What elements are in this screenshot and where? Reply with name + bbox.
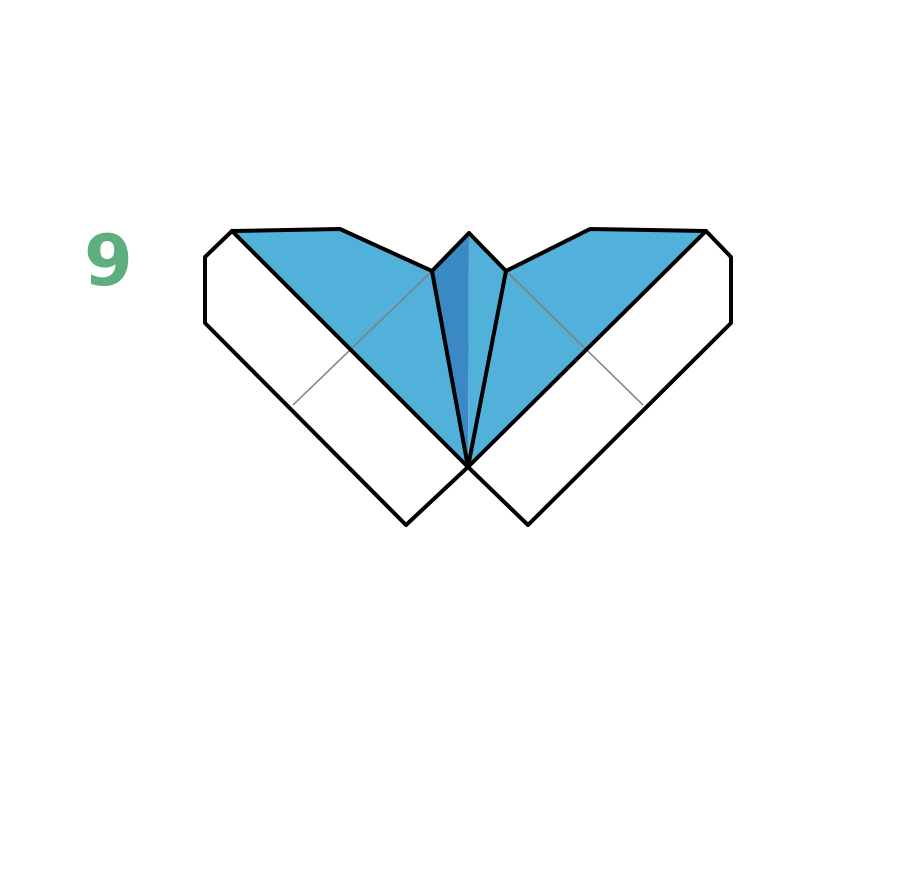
crease-lines [292, 270, 644, 406]
outer-outline [203, 227, 733, 527]
left-center-dark-flap [432, 233, 469, 467]
right-crease-line [505, 270, 644, 406]
outline-strokes [203, 227, 733, 527]
step-number: 9 [84, 220, 133, 302]
left-center-fold [430, 269, 470, 469]
left-crease-line [292, 270, 433, 406]
left-wing-white-panel [205, 231, 468, 525]
right-wing-white-panel [468, 231, 731, 525]
right-center-fold [466, 269, 508, 469]
right-diagonal-fold [466, 229, 708, 469]
left-diagonal-fold [230, 229, 470, 469]
